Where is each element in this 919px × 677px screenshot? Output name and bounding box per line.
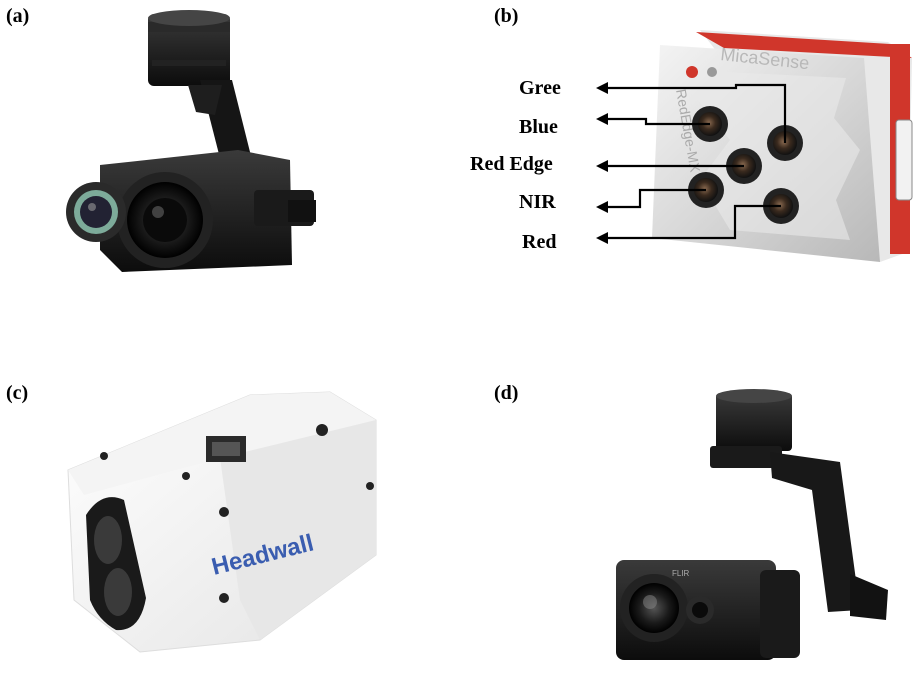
camera-image-a (66, 10, 316, 272)
panel-label-a: (a) (6, 5, 30, 27)
panel-label-b: (b) (494, 5, 519, 27)
band-label-red-edge: Red Edge (470, 153, 553, 175)
panel-label-d: (d) (494, 382, 519, 404)
camera-image-c: Headwall (67, 391, 377, 653)
band-label-nir: NIR (519, 191, 556, 213)
camera-image-d: FLIR (616, 389, 888, 660)
band-label-green: Gree (519, 77, 561, 99)
band-label-red: Red (522, 231, 557, 253)
camera-image-b: MicaSense RedEdge-MX (596, 30, 913, 262)
svg-text:FLIR: FLIR (672, 569, 690, 578)
panel-label-c: (c) (6, 382, 29, 404)
band-label-blue: Blue (519, 116, 558, 138)
